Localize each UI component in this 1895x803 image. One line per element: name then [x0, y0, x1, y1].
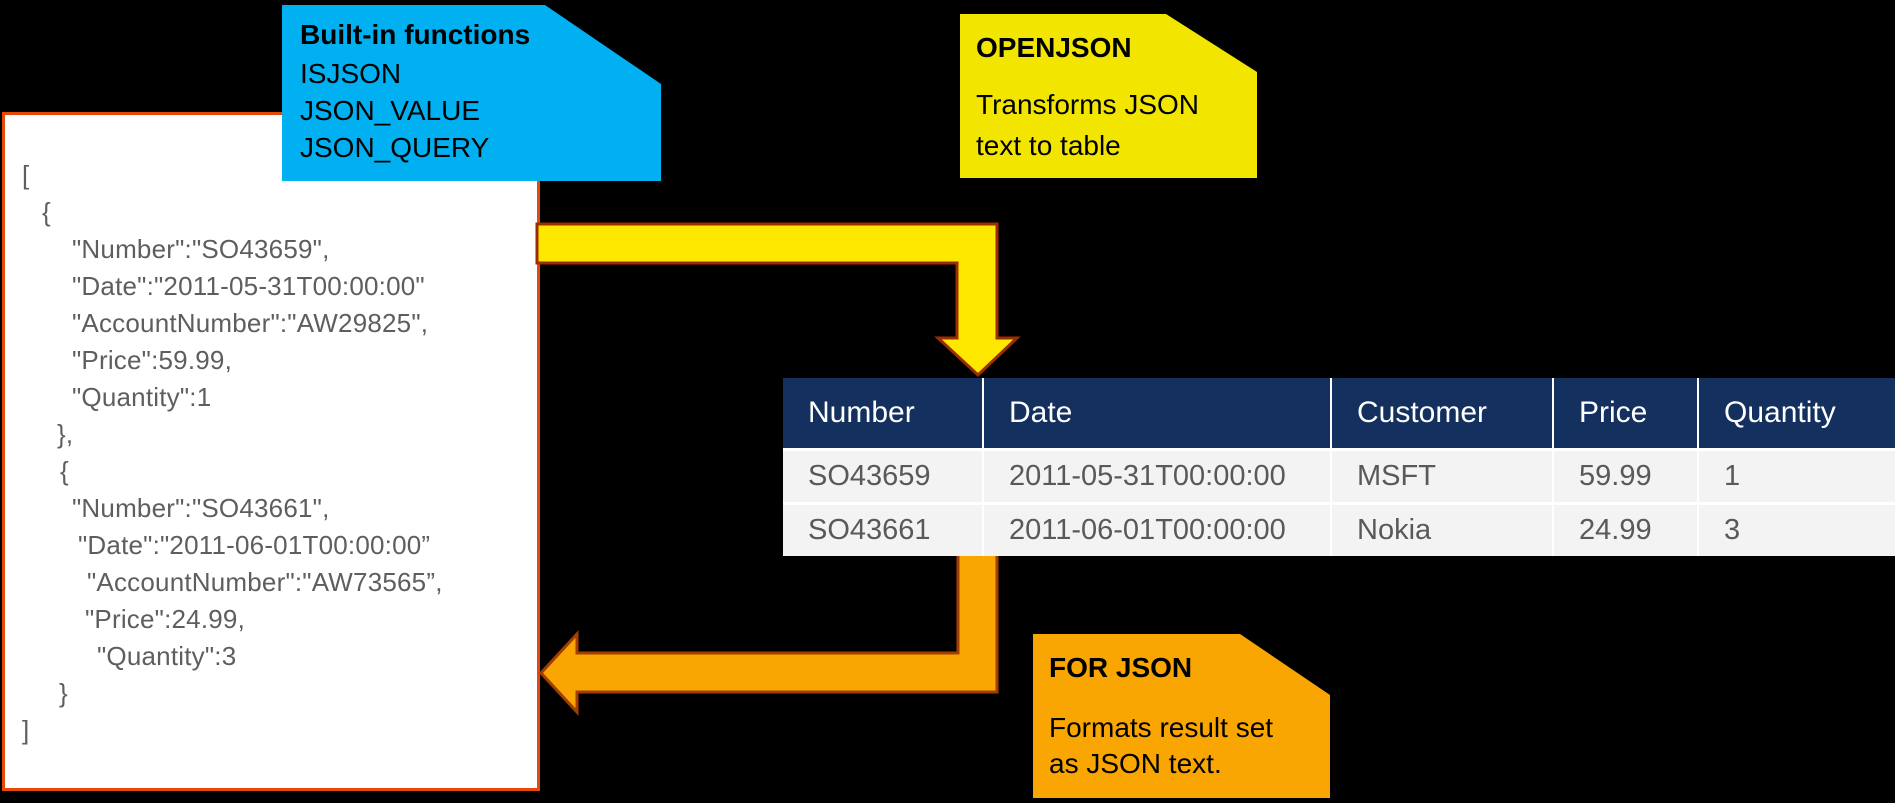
- openjson-note-body: Transforms JSON text to table: [976, 89, 1199, 161]
- json-line: "Date":"2011-05-31T00:00:00": [72, 271, 425, 301]
- json-line: {: [42, 197, 51, 227]
- json-line: {: [60, 456, 69, 486]
- column-header-date: Date: [982, 378, 1330, 448]
- column-header-customer: Customer: [1330, 378, 1552, 448]
- json-line: "Number":"SO43659",: [72, 234, 330, 264]
- json-line: "Price":24.99,: [85, 604, 246, 634]
- forjson-arrow: [538, 548, 999, 716]
- json-line: "Quantity":3: [97, 641, 237, 671]
- openjson-note: OPENJSON Transforms JSON text to table: [960, 14, 1257, 178]
- json-line: [: [22, 160, 30, 190]
- builtin-function-isjson: ISJSON: [300, 58, 402, 89]
- column-header-quantity: Quantity: [1697, 378, 1895, 448]
- table-cell: Nokia: [1330, 505, 1552, 556]
- forjson-note-body: Formats result set as JSON text.: [1049, 712, 1274, 779]
- openjson-note-title: OPENJSON: [976, 32, 1132, 63]
- builtin-functions-title: Built-in functions: [300, 19, 531, 50]
- json-line: "Date":"2011-06-01T00:00:00”: [78, 530, 431, 560]
- forjson-note-title: FOR JSON: [1049, 652, 1193, 683]
- json-line: "AccountNumber":"AW73565”,: [87, 567, 443, 597]
- column-header-price: Price: [1552, 378, 1697, 448]
- table-cell: 24.99: [1552, 505, 1697, 556]
- table-cell: 1: [1697, 451, 1895, 502]
- table-cell: 59.99: [1552, 451, 1697, 502]
- table-cell: SO43661: [783, 505, 982, 556]
- json-line: "Quantity":1: [72, 382, 212, 412]
- json-document-text: [ { "Number":"SO43659", "Date":"2011-05-31T…: [5, 157, 537, 749]
- table-cell: MSFT: [1330, 451, 1552, 502]
- json-line: "AccountNumber":"AW29825",: [72, 308, 429, 338]
- builtin-function-json-value: JSON_VALUE: [300, 95, 480, 126]
- table-cell: 2011-05-31T00:00:00: [982, 451, 1330, 502]
- json-document-panel: [ { "Number":"SO43659", "Date":"2011-05-31T…: [2, 112, 540, 791]
- openjson-arrow: [535, 222, 1021, 378]
- column-header-number: Number: [808, 396, 915, 429]
- json-line: ]: [22, 715, 30, 745]
- table-cell: 3: [1697, 505, 1895, 556]
- json-line: },: [57, 419, 74, 449]
- json-line: "Number":"SO43661",: [72, 493, 330, 523]
- table-cell: 2011-06-01T00:00:00: [982, 505, 1330, 556]
- json-line: }: [59, 678, 68, 708]
- json-line: "Price":59.99,: [72, 345, 233, 375]
- table-cell: SO43659: [783, 451, 982, 502]
- builtin-function-json-query: JSON_QUERY: [300, 132, 490, 163]
